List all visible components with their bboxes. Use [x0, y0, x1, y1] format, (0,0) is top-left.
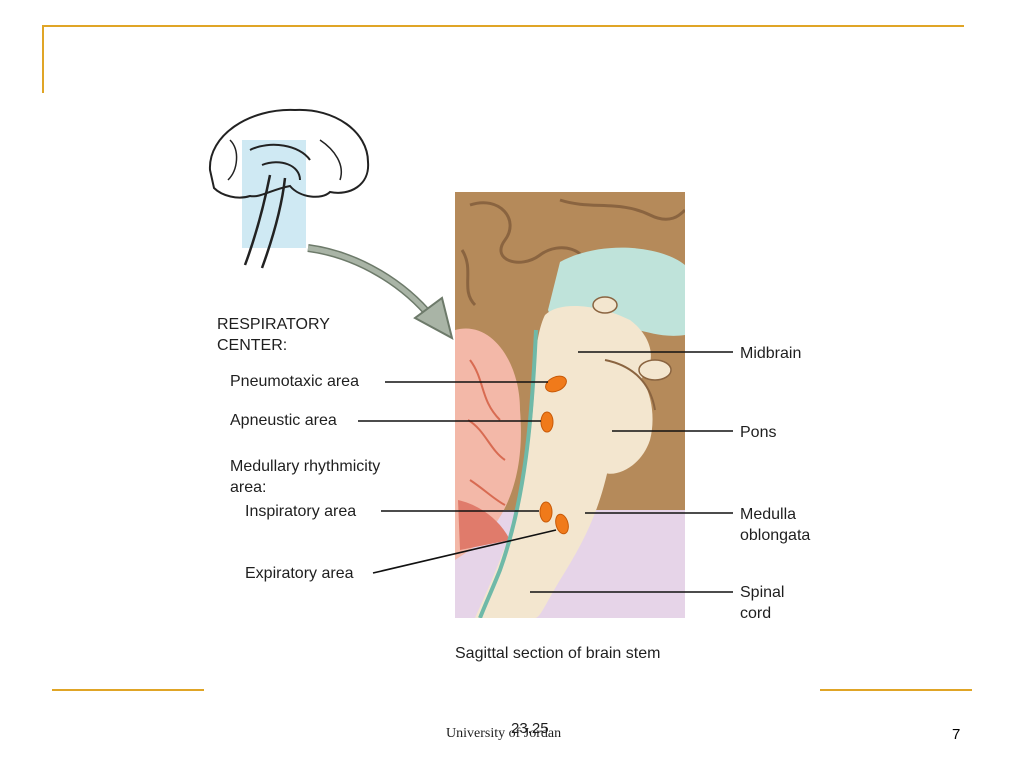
midbrain-label: Midbrain: [740, 345, 802, 362]
sagittal-section: [455, 192, 685, 618]
respiratory-center-label: RESPIRATORY CENTER:: [217, 316, 330, 354]
pons-label: Pons: [740, 424, 777, 441]
inspiratory-area-label: Inspiratory area: [245, 503, 357, 520]
diagram-caption: Sagittal section of brain stem: [455, 645, 661, 662]
respiratory-nuclei: [539, 375, 569, 535]
bottom-right-accent-line: [820, 689, 972, 691]
expiratory-area-label: Expiratory area: [245, 565, 354, 582]
top-accent-line: [42, 25, 964, 27]
inspiratory-nucleus: [539, 501, 553, 523]
left-accent-line: [42, 25, 44, 93]
footer-university: University of Jordan: [446, 726, 562, 741]
page-number: 7: [952, 726, 961, 743]
medullary-rhythmicity-label: Medullary rhythmicity area:: [230, 458, 381, 496]
leader-lines: [358, 351, 733, 593]
expiratory-nucleus: [555, 513, 569, 535]
pneumotaxic-nucleus: [545, 375, 567, 393]
brain-thumbnail: [208, 108, 370, 269]
pneumotaxic-area-label: Pneumotaxic area: [230, 373, 359, 390]
medulla-oblongata-label: Medulla oblongata: [740, 506, 811, 544]
zoom-arrow: [307, 244, 454, 340]
apneustic-nucleus: [540, 411, 554, 433]
apneustic-area-label: Apneustic area: [230, 412, 337, 429]
spinal-cord-label: Spinal cord: [740, 584, 785, 622]
footer-date: 23.25: [511, 720, 549, 737]
bottom-left-accent-line: [52, 689, 204, 691]
